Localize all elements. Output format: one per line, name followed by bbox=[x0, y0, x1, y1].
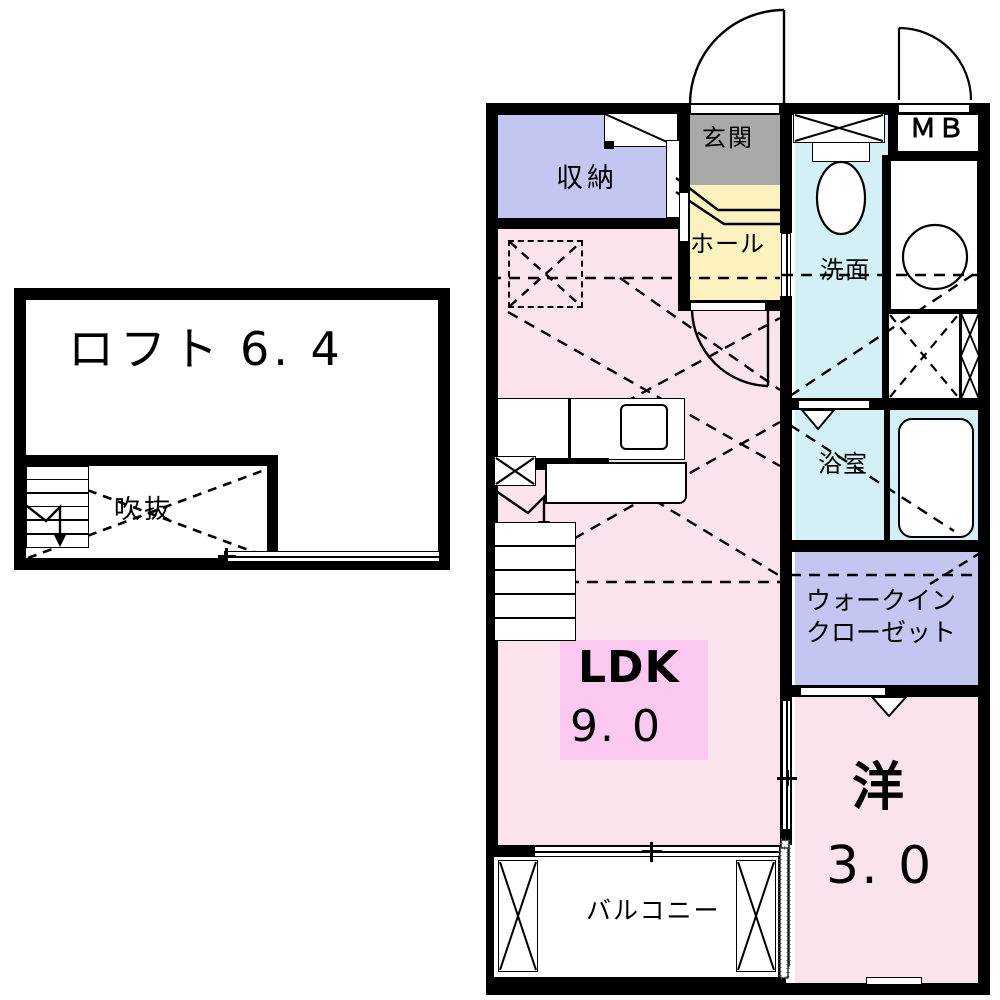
ldk-label: LDK bbox=[578, 642, 680, 693]
loft-label: ロフト bbox=[68, 322, 224, 376]
loft-area-label: 6. 4 bbox=[240, 322, 344, 376]
hall-label: ホール bbox=[690, 230, 765, 258]
outer-wall-left bbox=[486, 103, 498, 845]
shuunou-label: 収納 bbox=[556, 163, 618, 194]
bathroom-door-sill bbox=[798, 400, 870, 409]
loft-wall-top bbox=[14, 288, 450, 300]
wall-waterzone-west-upper bbox=[780, 103, 792, 233]
hall-washroom-door-rail bbox=[786, 233, 788, 297]
toilet-bowl-icon bbox=[815, 160, 867, 236]
balcony-wall-bottom bbox=[486, 977, 786, 987]
wall-washroom-right-upper bbox=[882, 155, 892, 315]
washroom-upper-storage-cross bbox=[794, 114, 884, 142]
loft-wall-right bbox=[438, 288, 450, 570]
ldk-label-highlight bbox=[560, 640, 708, 760]
mb-door-swing bbox=[897, 26, 973, 101]
mb-door-sill bbox=[898, 104, 970, 113]
balcony-panel-right-cross bbox=[737, 861, 775, 971]
shuunou-door-right bbox=[666, 140, 680, 218]
wall-washroom-shelf bbox=[882, 305, 978, 315]
loft-partition-horizontal bbox=[14, 455, 278, 466]
room-fill-youshitsu bbox=[795, 695, 978, 983]
hall-ldk-door-swing bbox=[690, 309, 770, 388]
wall-wic-north bbox=[786, 540, 978, 552]
wic-door-marker bbox=[869, 696, 909, 718]
balcony-panel-left-cross bbox=[499, 861, 537, 971]
wall-bath-tub-partition bbox=[884, 410, 890, 540]
washroom-vent-panel bbox=[960, 312, 980, 400]
loft-partition-vertical bbox=[267, 455, 278, 558]
outer-wall-right bbox=[978, 103, 990, 995]
room-fill-hall bbox=[684, 185, 780, 302]
genkan-step bbox=[675, 177, 780, 226]
youshitsu-west-door-rail bbox=[786, 700, 788, 830]
wic-label-line2: クローゼット bbox=[806, 618, 957, 647]
fukinuke-label: 吹抜 bbox=[114, 495, 175, 525]
genkan-door-swing bbox=[688, 8, 786, 105]
loft-void-cross bbox=[27, 466, 271, 560]
washroom-lower-storage-cross bbox=[889, 314, 959, 398]
balcony-label: バルコニー bbox=[586, 896, 721, 925]
wic-label-line1: ウォークイン bbox=[806, 586, 957, 615]
balcony-wall-left bbox=[486, 845, 494, 995]
yokushitsu-label: 浴室 bbox=[818, 450, 868, 478]
youshitsu-label: 洋 bbox=[852, 758, 905, 818]
washroom-dashed-guide bbox=[782, 273, 978, 277]
mb-label: ＭＢ bbox=[910, 114, 967, 144]
shuunou-door-line bbox=[604, 113, 679, 148]
wall-mb-bottom bbox=[888, 151, 990, 161]
room-fill-balcony bbox=[490, 855, 780, 987]
wash-basin-icon bbox=[901, 223, 969, 291]
wall-mb-left bbox=[888, 103, 898, 161]
outer-wall-top-left bbox=[486, 103, 690, 115]
wall-hall-west bbox=[678, 103, 690, 203]
senmen-label: 洗面 bbox=[820, 256, 870, 284]
ldk-area-label: 9. 0 bbox=[570, 701, 662, 752]
shuunou-door-jamb bbox=[604, 141, 614, 149]
bathroom-door-marker bbox=[799, 409, 837, 431]
genkan-door-sill bbox=[690, 104, 780, 114]
loft-opening-outline bbox=[508, 240, 583, 308]
bathroom-dashed-diagonal bbox=[789, 423, 955, 533]
youshitsu-west-door-handle-v bbox=[786, 770, 789, 786]
wall-shuunou-bottom bbox=[486, 218, 690, 229]
wic-door-sill bbox=[800, 687, 886, 696]
youshitsu-area-label: 3. 0 bbox=[826, 836, 934, 896]
kitchen-cooktop bbox=[620, 404, 668, 450]
youshitsu-south-window bbox=[866, 977, 922, 985]
hall-ldk-door-sill bbox=[690, 302, 766, 311]
genkan-label: 玄関 bbox=[702, 124, 754, 152]
balcony-divider-strip bbox=[778, 846, 790, 980]
loft-wall-left bbox=[14, 288, 26, 570]
hall-closet-door bbox=[679, 192, 689, 242]
wic-dashed-corner bbox=[929, 546, 989, 586]
wall-storage-left bbox=[882, 313, 890, 399]
washroom-dashed-diagonal bbox=[789, 268, 981, 398]
